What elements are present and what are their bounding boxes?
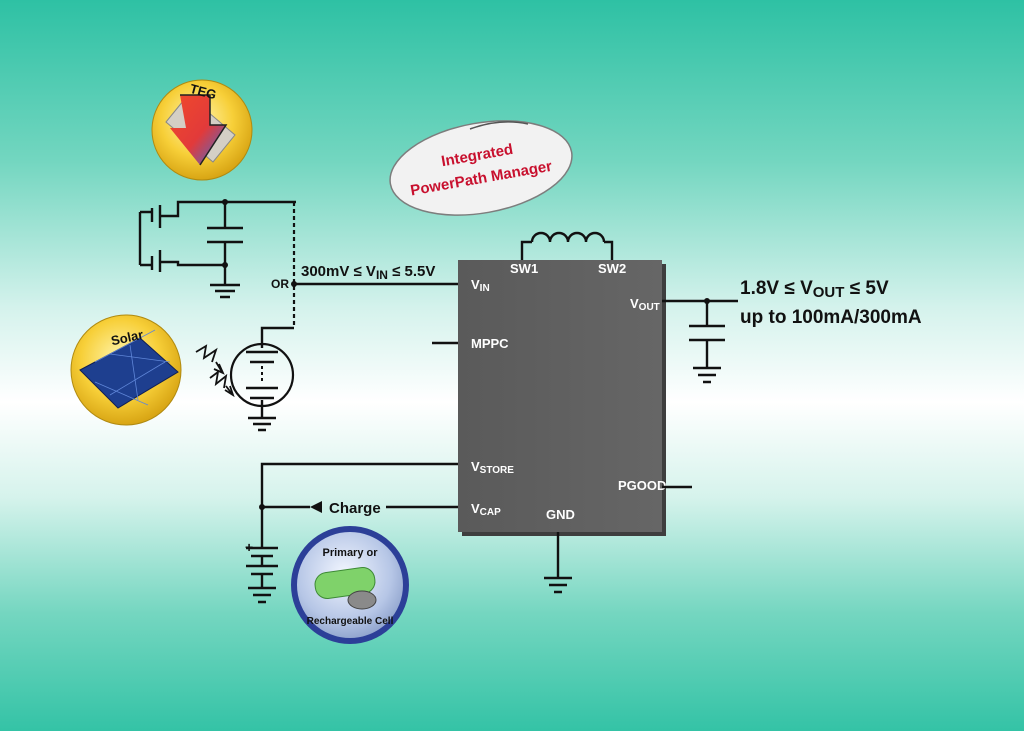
pin-vin: VIN — [471, 277, 490, 294]
teg-label: TEG — [188, 81, 218, 102]
chip-ground — [544, 532, 572, 594]
pin-vstore: VSTORE — [471, 459, 514, 476]
vout-current-label: up to 100mA/300mA — [740, 307, 922, 328]
pin-mppc: MPPC — [471, 336, 509, 351]
solar-input-circuit — [195, 326, 295, 432]
teg-source-icon: TEG — [151, 79, 253, 181]
battery-plus-sign: + — [245, 539, 253, 555]
or-label: OR — [271, 277, 289, 291]
inductor — [520, 231, 614, 260]
pin-vcap: VCAP — [471, 501, 501, 518]
vout-circuit — [662, 298, 738, 384]
solar-label: Solar — [110, 327, 145, 348]
powerpath-badge: Integrated PowerPath Manager — [389, 120, 573, 216]
cell-label-line2: Rechargeable Cell — [307, 616, 394, 627]
pin-pgood: PGOOD — [618, 478, 666, 493]
solar-source-icon: Solar — [70, 314, 182, 426]
ic-chip: SW1 SW2 VIN VOUT MPPC VSTORE PGOOD VCAP … — [458, 260, 666, 536]
cell-source-icon: Primary or Rechargeable Cell — [291, 526, 409, 644]
vout-range-label: 1.8V ≤ VOUT ≤ 5V — [740, 278, 889, 301]
pin-sw2: SW2 — [598, 261, 626, 276]
pin-sw1: SW1 — [510, 261, 538, 276]
vin-range-label: 300mV ≤ VIN ≤ 5.5V — [301, 263, 435, 282]
teg-input-circuit — [138, 199, 297, 328]
pin-vout: VOUT — [630, 296, 660, 313]
pin-gnd: GND — [546, 507, 575, 522]
charge-label: Charge — [329, 500, 381, 517]
storage-circuit: + — [245, 462, 458, 604]
cell-label-line1: Primary or — [322, 547, 378, 559]
